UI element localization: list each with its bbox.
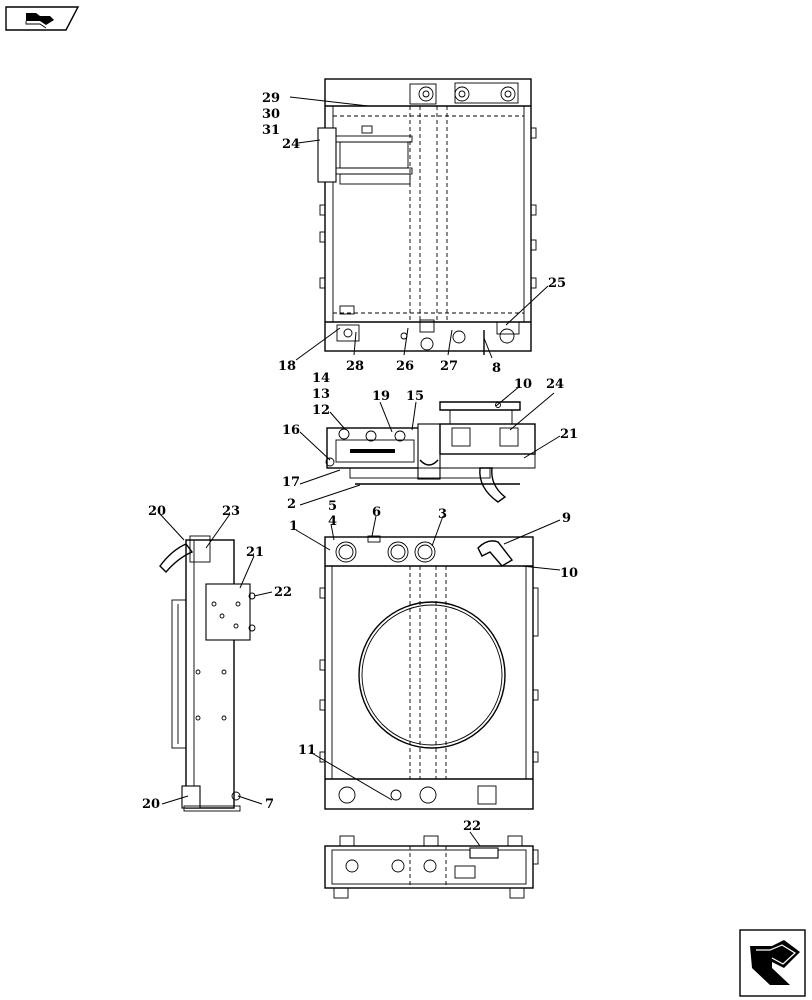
- callout-1: 1: [289, 519, 298, 534]
- callout-20-top: 20: [148, 504, 166, 519]
- callout-13: 13: [312, 387, 330, 402]
- callout-21-mid: 21: [560, 427, 578, 442]
- callout-22-side: 22: [274, 585, 292, 600]
- callout-28: 28: [346, 359, 364, 374]
- callout-6: 6: [372, 505, 381, 520]
- callout-14: 14: [312, 371, 330, 386]
- callout-30: 30: [262, 107, 280, 122]
- callout-10-mid: 10: [560, 566, 578, 581]
- callout-5: 5: [328, 499, 337, 514]
- callout-23: 23: [222, 504, 240, 519]
- callout-17: 17: [282, 475, 300, 490]
- callout-labels: 29 30 31 24 25 18 28 26 27 8 14 13 12 19…: [142, 91, 578, 834]
- book-arrow-icon[interactable]: [5, 6, 80, 31]
- callout-20-bottom: 20: [142, 797, 160, 812]
- callout-26: 26: [396, 359, 414, 374]
- radiator-side-view: [159, 535, 256, 812]
- callout-27: 27: [440, 359, 458, 374]
- radiator-front-view: [319, 535, 539, 810]
- callout-9: 9: [562, 511, 571, 526]
- callout-24-mid: 24: [546, 377, 564, 392]
- callout-15: 15: [406, 389, 424, 404]
- callout-11: 11: [298, 743, 316, 758]
- next-page-arrow-icon[interactable]: [739, 929, 806, 997]
- callout-29: 29: [262, 91, 280, 106]
- callout-18: 18: [278, 359, 296, 374]
- callout-3: 3: [438, 507, 447, 522]
- callout-16: 16: [282, 423, 300, 438]
- callout-7: 7: [265, 797, 274, 812]
- callout-2: 2: [287, 497, 296, 512]
- leader-lines: [159, 96, 561, 847]
- callout-12: 12: [312, 403, 330, 418]
- callout-10-top: 10: [514, 377, 532, 392]
- callout-8: 8: [492, 361, 501, 376]
- bottom-tank-view: [324, 835, 539, 899]
- callout-19: 19: [372, 389, 390, 404]
- callout-4: 4: [328, 514, 337, 529]
- callout-22-bottom: 22: [463, 819, 481, 834]
- callout-31: 31: [262, 123, 280, 138]
- radiator-frame-top-view: [317, 78, 537, 355]
- callout-24-top: 24: [282, 137, 300, 152]
- callout-21-side: 21: [246, 545, 264, 560]
- header-tank-view: [325, 401, 536, 503]
- callout-25: 25: [548, 276, 566, 291]
